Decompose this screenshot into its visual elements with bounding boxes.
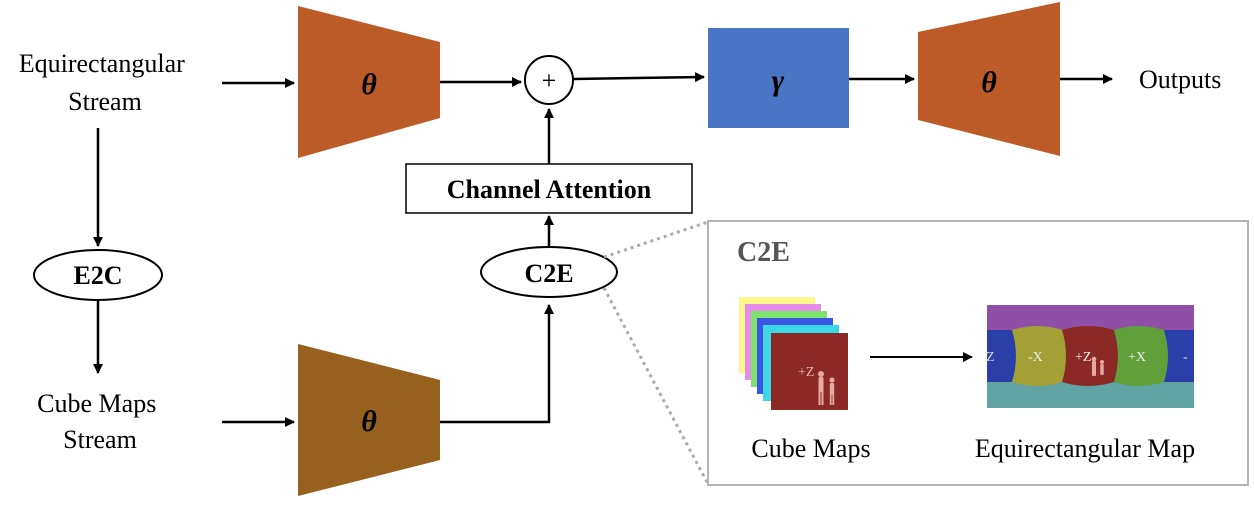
equirect-face-plus-x bbox=[1114, 326, 1168, 386]
equirect-face-minus-x bbox=[1012, 326, 1066, 386]
channel-attention-block: Channel Attention bbox=[405, 163, 693, 214]
gamma-symbol: γ bbox=[772, 64, 785, 97]
encoder-top-block: θ bbox=[298, 6, 440, 158]
equirect-map-caption: Equirectangular Map bbox=[975, 434, 1195, 463]
decoder-block: θ bbox=[918, 2, 1060, 156]
c2e-inset: C2E +Z bbox=[707, 220, 1249, 486]
channel-attention-label: Channel Attention bbox=[447, 175, 652, 204]
equirect-face-label-4: +X bbox=[1128, 350, 1146, 365]
cube-maps-stack: +Z bbox=[739, 297, 848, 410]
cube-stream-label: Cube Maps Stream bbox=[37, 389, 163, 454]
equirect-face-minus-z-left bbox=[987, 330, 1016, 382]
decoder-symbol: θ bbox=[981, 66, 997, 99]
e2c-node: E2C bbox=[33, 249, 163, 301]
equirect-map: Z -X +Z +X - bbox=[986, 305, 1194, 408]
encoder-top-symbol: θ bbox=[361, 68, 377, 101]
cube-face-front bbox=[771, 333, 848, 410]
people-silhouette-icon bbox=[818, 371, 835, 405]
equirect-people-icon bbox=[1091, 356, 1104, 376]
c2e-node: C2E bbox=[480, 246, 618, 298]
zoom-line-bottom bbox=[602, 287, 710, 485]
cube-maps-caption: Cube Maps bbox=[751, 434, 870, 463]
sum-circle bbox=[524, 55, 574, 105]
encoder-bottom-symbol: θ bbox=[361, 405, 377, 438]
encoder-bottom-block: θ bbox=[298, 344, 440, 496]
encoder-bottom-shape bbox=[298, 344, 440, 496]
gamma-block: γ bbox=[708, 28, 849, 128]
outputs-label: Outputs bbox=[1139, 65, 1221, 94]
equirect-stream-label: Equirectangular Stream bbox=[19, 49, 192, 116]
equirect-face-minus-z-right bbox=[1164, 330, 1194, 382]
sum-symbol: + bbox=[542, 66, 557, 95]
zoom-line-top bbox=[603, 220, 709, 259]
encoder-top-shape bbox=[298, 6, 440, 158]
inset-title: C2E bbox=[737, 237, 790, 268]
sum-node: + bbox=[524, 55, 574, 105]
c2e-label: C2E bbox=[524, 259, 573, 288]
decoder-shape bbox=[918, 2, 1060, 156]
arrow-sum-to-gamma bbox=[572, 72, 705, 83]
equirect-face-label-1: Z bbox=[986, 350, 995, 365]
cube-face-label: +Z bbox=[798, 365, 814, 380]
arrow-encoder-bottom-to-c2e bbox=[440, 304, 554, 424]
gamma-shape bbox=[708, 28, 849, 128]
equirect-face-label-3: +Z bbox=[1075, 350, 1091, 365]
equirect-face-label-2: -X bbox=[1028, 350, 1043, 365]
e2c-label: E2C bbox=[73, 261, 122, 290]
equirect-face-label-5: - bbox=[1183, 350, 1188, 365]
equirect-face-plus-z bbox=[1062, 326, 1118, 386]
